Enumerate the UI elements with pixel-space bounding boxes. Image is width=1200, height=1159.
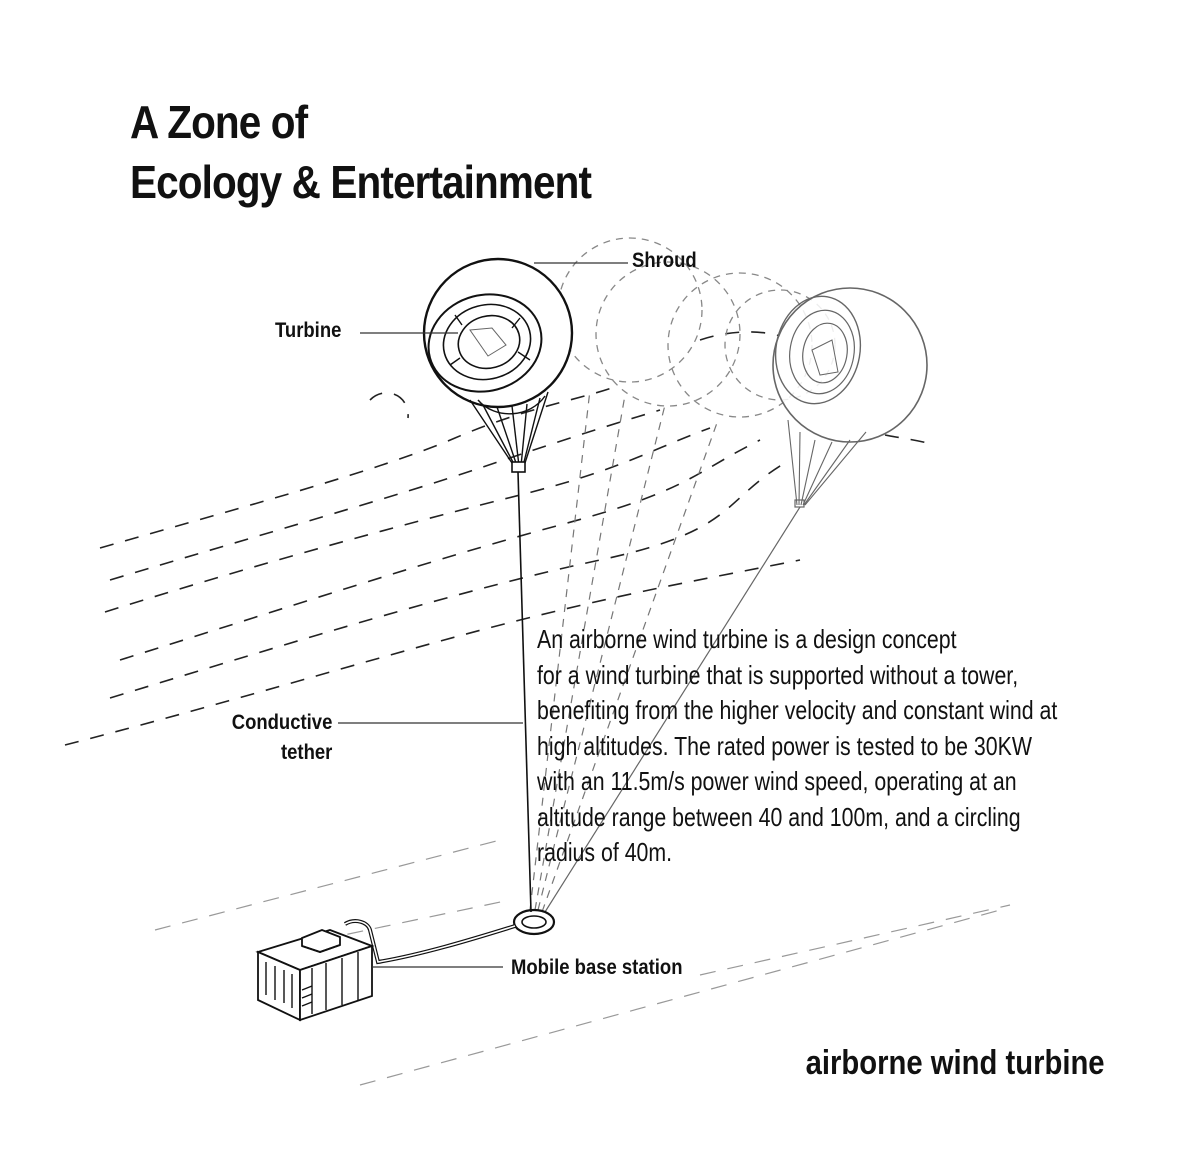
description-line: An airborne wind turbine is a design con…: [537, 624, 957, 654]
conductive-tether-line: [517, 471, 532, 913]
page-title: A Zone of Ecology & Entertainment: [130, 92, 592, 212]
ghost-airborne-turbine: [544, 287, 928, 913]
description-line: with an 11.5m/s power wind speed, operat…: [537, 766, 1017, 796]
base-station-label: Mobile base station: [511, 956, 683, 979]
tether-label-line-2: tether: [280, 741, 332, 764]
shroud-label: Shroud: [632, 249, 697, 272]
wind-streamlines: [64, 331, 936, 746]
description-paragraph: An airborne wind turbine is a design con…: [537, 622, 1095, 871]
ghost-tether: [544, 506, 801, 913]
turbine-ring-inner: [457, 314, 521, 370]
tether-label-line-1: Conductive: [231, 711, 332, 734]
orbit-tether-lines: [529, 389, 719, 913]
description-line: benefiting from the higher velocity and …: [537, 695, 1058, 725]
ground-lines: [154, 839, 1011, 1086]
conductive-tether-label: Conductive tether: [231, 708, 332, 768]
tether-connector: [511, 461, 526, 473]
title-line-1: A Zone of: [130, 96, 308, 148]
description-line: radius of 40m.: [537, 837, 673, 867]
description-line: altitude range between 40 and 100m, and …: [537, 801, 1021, 832]
description-line: for a wind turbine that is supported wit…: [537, 659, 1019, 690]
main-airborne-turbine: [422, 257, 574, 473]
description-line: high altitudes. The rated power is teste…: [537, 730, 1032, 761]
rigging-lines: [469, 391, 549, 467]
leader-lines: [338, 262, 628, 968]
title-line-2: Ecology & Entertainment: [130, 156, 592, 208]
diagram-caption: airborne wind turbine: [806, 1044, 1105, 1082]
turbine-label: Turbine: [275, 319, 342, 342]
mobile-base-station: [255, 929, 375, 1022]
anchor-ring: [512, 908, 556, 936]
